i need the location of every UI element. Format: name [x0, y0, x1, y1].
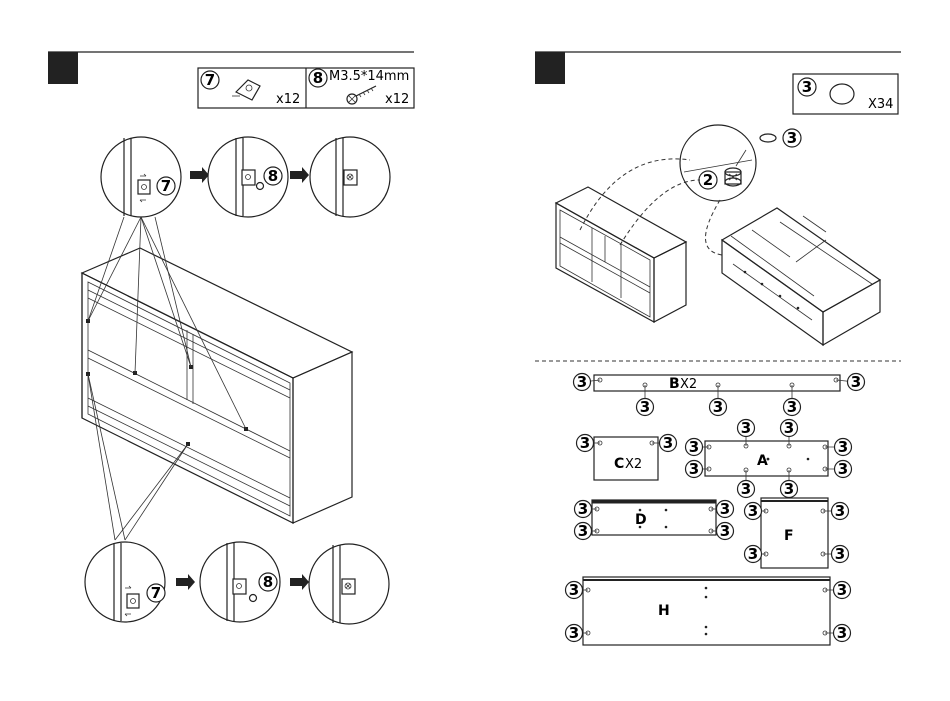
cap-badge-label: 3	[640, 398, 650, 416]
cap-badge-label: 3	[741, 419, 751, 437]
part3-qty: X34	[868, 97, 893, 112]
cam-cap-zoom-callout: 2 3	[680, 125, 801, 201]
cap-badge-label: 3	[578, 500, 588, 518]
panel-c-letter: C	[614, 456, 624, 472]
bottom-callout-1-label: 7	[151, 584, 161, 602]
bottom-callout-2: 8	[200, 542, 280, 622]
panel-b-qty: X2	[680, 377, 697, 392]
part8-qty: x12	[385, 92, 409, 107]
cap-badge-label: 3	[720, 500, 730, 518]
dowel-dot	[665, 526, 668, 529]
cap-badge-label: 3	[713, 398, 723, 416]
cam-callout-label: 2	[703, 171, 713, 189]
cap-badge-label: 3	[689, 438, 699, 456]
cabinet-drawing	[82, 217, 352, 540]
arrow-right-icon	[176, 574, 195, 590]
arrow-right-icon	[290, 574, 309, 590]
dowel-dot	[705, 633, 708, 636]
dowel-dot	[807, 458, 810, 461]
cap-badge-label: 3	[838, 460, 848, 478]
cap-badge-label: 3	[837, 624, 847, 642]
cap-badge-label: 3	[741, 480, 751, 498]
cap-badge-label: 3	[851, 373, 861, 391]
shelf-unit-drawing	[556, 187, 686, 322]
cap-badge-label: 3	[578, 522, 588, 540]
panel-a-letter: A	[757, 453, 768, 469]
right-page: 3 X34 2 3	[535, 52, 901, 645]
top-callout-2: 8	[208, 137, 288, 217]
dowel-dot	[705, 626, 708, 629]
cap-badge-label: 3	[580, 434, 590, 452]
part7-qty: x12	[276, 92, 300, 107]
dowel-dot	[767, 458, 770, 461]
dashed-leader	[620, 180, 700, 245]
dowel-dot	[665, 509, 668, 512]
cap-badge-label: 3	[569, 624, 579, 642]
dashed-leader	[705, 200, 722, 255]
bottom-callout-3	[309, 544, 389, 624]
cap-badge-label: 3	[835, 502, 845, 520]
top-callout-3	[310, 137, 390, 217]
cap-badge-label: 3	[577, 373, 587, 391]
cap-badge-label: 3	[748, 502, 758, 520]
cap-badge-label: 3	[838, 438, 848, 456]
dowel-dot	[705, 596, 708, 599]
flat-assembly-drawing	[722, 208, 880, 345]
cap-badge-label: 3	[784, 419, 794, 437]
panel-b-letter: B	[669, 376, 680, 392]
top-callout-1: 7	[101, 137, 181, 217]
dowel-dot	[639, 526, 642, 529]
cap-badge-label: 3	[569, 581, 579, 599]
part7-number: 7	[205, 71, 215, 89]
dowel-dot	[705, 587, 708, 590]
right-step-box	[535, 52, 565, 84]
arrow-right-icon	[290, 167, 309, 183]
top-callout-2-label: 8	[268, 167, 278, 185]
part8-size: M3.5*14mm	[329, 69, 409, 84]
cap-callout-label: 3	[787, 129, 797, 147]
panel-d-letter: D	[635, 512, 647, 528]
panel-d: D	[592, 500, 716, 535]
part3-number: 3	[802, 78, 812, 96]
panel-c-qty: X2	[625, 457, 642, 472]
arrow-right-icon	[190, 167, 209, 183]
part8-number: 8	[313, 69, 323, 87]
cap-badge-label: 3	[784, 480, 794, 498]
cap-badge-label: 3	[837, 581, 847, 599]
panel-f: F	[761, 498, 828, 568]
cap-badge-label: 3	[787, 398, 797, 416]
bottom-callout-2-label: 8	[263, 573, 273, 591]
dowel-dot	[639, 509, 642, 512]
cap-badge-label: 3	[689, 460, 699, 478]
right-parts-table: 3 X34	[793, 74, 898, 114]
cap-badge-label: 3	[835, 545, 845, 563]
panel-f-letter: F	[784, 528, 794, 544]
panel-c: C X2	[594, 437, 658, 480]
left-page: 7 x12 8 M3.5*14mm x12	[48, 52, 414, 624]
top-callout-1-label: 7	[161, 177, 171, 195]
cap-badge-label: 3	[748, 545, 758, 563]
dashed-leader	[580, 159, 690, 230]
panel-a: A	[705, 441, 828, 476]
cap-badge-label: 3	[663, 434, 673, 452]
left-parts-table: 7 x12 8 M3.5*14mm x12	[198, 68, 414, 108]
panel-h-letter: H	[658, 603, 670, 619]
bottom-callout-1: 7	[85, 542, 165, 622]
cap-badge-label: 3	[720, 522, 730, 540]
left-step-box	[48, 52, 78, 84]
